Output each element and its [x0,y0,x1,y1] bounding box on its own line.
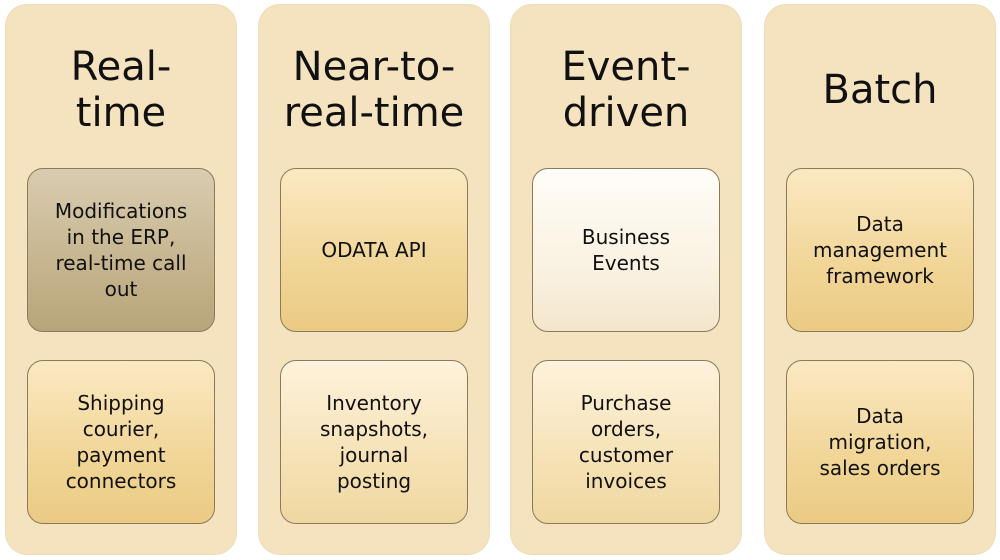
card-real-time-examples: Modifications in the ERP, real-time call… [27,168,215,332]
column-real-time: Real- time Modifications in the ERP, rea… [5,4,237,555]
card-near-real-time-examples: ODATA API [280,168,468,332]
column-batch: Batch Data management framework Data mig… [764,4,996,555]
column-near-real-time: Near-to- real-time ODATA API Inventory s… [258,4,490,555]
card-real-time-use-cases: Shipping courier, payment connectors [27,360,215,524]
column-event-driven: Event- driven Business Events Purchase o… [510,4,742,555]
card-event-driven-use-cases: Purchase orders, customer invoices [532,360,720,524]
card-batch-use-cases: Data migration, sales orders [786,360,974,524]
column-title: Event- driven [561,44,691,136]
card-near-real-time-use-cases: Inventory snapshots, journal posting [280,360,468,524]
column-title: Real- time [70,44,172,136]
column-title: Batch [822,67,938,113]
column-title: Near-to- real-time [283,44,465,136]
card-event-driven-examples: Business Events [532,168,720,332]
card-batch-examples: Data management framework [786,168,974,332]
